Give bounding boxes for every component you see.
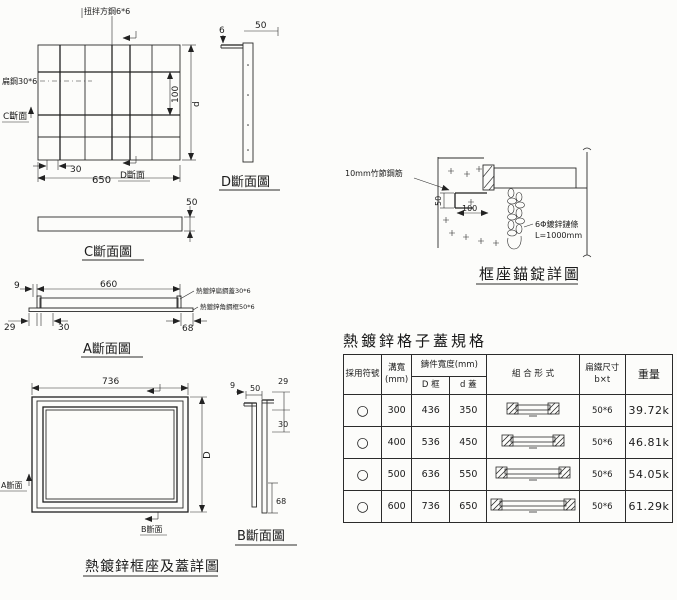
section-b-dim-68: 68 [276,497,286,506]
anchor-chain-label-2: L=1000mm [535,231,582,240]
spec-row-400: ○ 400 536 450 50*6 46.81k [342,426,674,459]
weight-cell: 61.29k [624,490,674,523]
section-a-dim-9: 9 [14,281,20,291]
assembly-diagram-cell [486,426,580,459]
anchor-chain-label-1: 6Φ鍍鋅鏈條 [535,219,578,229]
header-angle-sub: b×t [594,375,611,385]
section-c-view: 50 C斷面圖 [37,198,198,261]
assembly-diagram-cell [486,458,580,491]
header-symbol: 採用符號 [342,354,383,395]
section-a-view: 9 660 29 30 68 熱鍍鋅扁鋼蓋30*6 熱鍍鋅角鋼框50*6 A斷面… [4,280,255,358]
section-d-dim-6: 6 [219,26,225,36]
section-b-dim-50: 50 [250,384,260,393]
angle-size-cell: 50*6 [578,394,626,427]
header-weight: 重量 [624,354,674,395]
frame-section-a-marker: A斷面 [1,480,22,490]
anchor-detail-view: 50 100 10mm竹節鋼筋 [345,147,592,285]
symbol-cell: ○ [342,426,383,459]
plan-section-c-marker: C斷面 [3,110,27,122]
header-angle-text: 扁鐵尺寸 [585,363,620,374]
concrete-plus-marks [443,166,499,246]
anchor-dim-50: 50 [434,196,443,206]
symbol-cell: ○ [342,458,383,491]
spec-table-section: 熱鍍鋅格子蓋規格 採用符號 溝寬(mm) 鑄件寬度(mm) 組 合 形 式 扁鐵… [342,330,676,523]
section-a-dim-29: 29 [4,323,16,333]
anchor-title: 框座錨錠詳圖 [479,265,581,283]
plan-section-d-marker: D斷面 [120,169,145,181]
weight-cell: 39.72k [624,394,674,427]
header-cover-width: d 蓋 [449,376,488,395]
frame-dim-D: D [202,451,213,459]
symbol-cell: ○ [342,394,383,427]
anchor-dim-100: 100 [462,204,477,213]
plan-left-label: 扁鋼30*6 [2,76,37,86]
header-groove-unit: (mm) [385,375,409,385]
groove-cell: 500 [381,458,413,491]
frame-dim-736: 736 [102,377,119,387]
section-b-view: 9 50 29 30 68 B斷面圖 [230,377,297,546]
frame-width-cell: 636 [411,458,451,491]
groove-cell: 400 [381,426,413,459]
anchor-rebar-label: 10mm竹節鋼筋 [345,168,403,178]
assembly-diagram [501,434,565,448]
header-groove: 溝寬(mm) [381,354,413,395]
cover-width-cell: 350 [449,394,488,427]
frame-width-cell: 536 [411,426,451,459]
groove-cell: 300 [381,394,413,427]
section-d-dim-50: 50 [255,21,267,31]
section-d-title: D斷面圖 [221,175,270,190]
section-a-dim-660: 660 [100,280,117,290]
plan-top-label: 扭拌方鋼6*6 [84,6,130,16]
section-b-dim-29: 29 [278,377,288,386]
weight-cell: 46.81k [624,426,674,459]
angle-size-cell: 50*6 [578,490,626,523]
spec-table-title: 熱鍍鋅格子蓋規格 [343,332,488,350]
cover-width-cell: 450 [449,426,488,459]
section-b-dim-30: 30 [278,420,288,429]
plan-dim-650: 650 [92,175,111,186]
section-c-dim-50: 50 [186,198,198,208]
assembly-diagram [495,466,571,480]
spec-row-600: ○ 600 736 650 50*6 61.29k [342,490,674,523]
assembly-diagram [506,402,560,416]
plan-dim-30: 30 [70,165,82,175]
angle-size-cell: 50*6 [578,458,626,491]
frame-title: 熱鍍鋅框座及蓋詳圖 [85,558,220,575]
section-d-view: 6 50 D斷面圖 [219,21,280,191]
symbol-cell: ○ [342,490,383,523]
grating-plan-view: 扭拌方鋼6*6 扁鋼30*6 C斷面 D斷面 100 d 30 [2,6,202,186]
angle-size-cell: 50*6 [578,426,626,459]
section-a-dim-30: 30 [58,323,70,333]
cover-width-cell: 550 [449,458,488,491]
section-b-dim-9: 9 [230,381,235,390]
assembly-diagram-cell [486,394,580,427]
groove-cell: 600 [381,490,413,523]
section-b-title: B斷面圖 [237,529,285,544]
frame-detail-view: 736 D A斷面 B斷面 熱鍍鋅框座及蓋詳圖 [0,377,220,577]
cover-width-cell: 650 [449,490,488,523]
header-width: 鑄件寬度(mm) [411,354,488,377]
header-assembly: 組 合 形 式 [486,354,580,395]
frame-width-cell: 436 [411,394,451,427]
assembly-diagram-cell [486,490,580,523]
section-a-title: A斷面圖 [83,342,131,357]
spec-row-500: ○ 500 636 550 50*6 54.05k [342,458,674,491]
section-a-frame-label: 熱鍍鋅角鋼框50*6 [200,302,255,311]
header-groove-text: 溝寬 [388,363,406,374]
plan-dim-d: d [192,101,202,107]
plan-dim-100: 100 [171,86,181,103]
spec-row-300: ○ 300 436 350 50*6 39.72k [342,394,674,427]
frame-width-cell: 736 [411,490,451,523]
section-a-dim-68: 68 [182,324,194,334]
frame-section-b-marker: B斷面 [141,524,163,534]
assembly-diagram [490,498,576,512]
chain [507,188,525,250]
section-c-title: C斷面圖 [84,245,132,260]
header-frame-width: D 框 [411,376,451,395]
weight-cell: 54.05k [624,458,674,491]
section-a-cover-label: 熱鍍鋅扁鋼蓋30*6 [196,286,251,295]
